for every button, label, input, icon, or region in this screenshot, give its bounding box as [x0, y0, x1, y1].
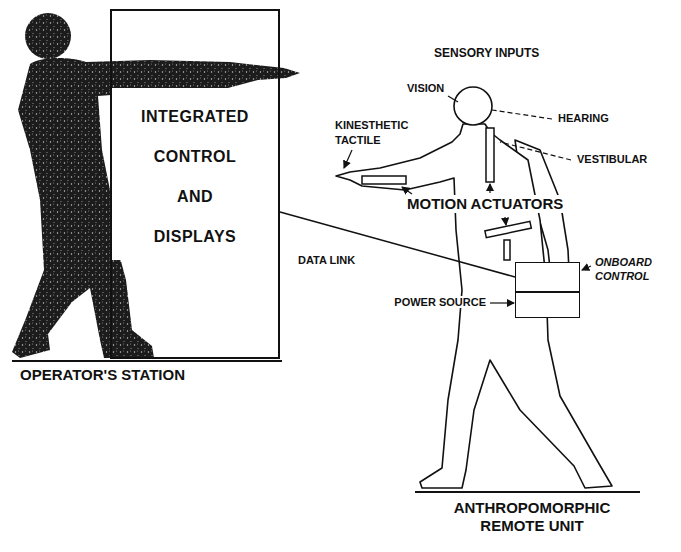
- sensor-label: KINESTHETIC TACTILE: [333, 118, 410, 148]
- hip-actuator: [504, 240, 510, 260]
- remote-head: [454, 87, 492, 125]
- leader-line: [505, 217, 506, 225]
- operator-body: [12, 58, 300, 358]
- leader-line: [489, 184, 490, 193]
- operator-head: [25, 13, 71, 59]
- node-text: ONBOARD CONTROL: [593, 255, 654, 283]
- power-source-box: POWER SOURCE: [515, 292, 580, 318]
- connector-label: DATA LINK: [296, 254, 357, 266]
- leader-line: [344, 150, 352, 168]
- node-text: POWER SOURCE: [392, 296, 488, 308]
- leader-line: [582, 266, 591, 270]
- leader-line: [500, 142, 571, 160]
- leader-line: [490, 302, 514, 303]
- ground-line: [12, 360, 282, 362]
- arm-actuator: [362, 176, 406, 184]
- sensor-label: HEARING: [556, 112, 611, 125]
- sensor-label: VESTIBULAR: [575, 153, 649, 166]
- heading-label: SENSORY INPUTS: [432, 46, 541, 60]
- remote-body: [336, 124, 612, 488]
- sensor-label: VISION: [405, 82, 446, 95]
- leader-line: [402, 187, 412, 194]
- station-label: OPERATOR'S STATION: [18, 366, 187, 384]
- actuator-label: MOTION ACTUATORS: [405, 195, 565, 213]
- leader-line: [492, 110, 552, 119]
- display-panel-face: [111, 88, 279, 260]
- operator-silhouette: [12, 13, 300, 358]
- ground-line: [415, 491, 640, 493]
- unit-label: ANTHROPOMORPHIC REMOTE UNIT: [440, 499, 624, 535]
- node-text: INTEGRATED CONTROL AND DISPLAYS: [141, 97, 249, 257]
- data-link-line: [280, 212, 515, 277]
- neck-sensor-bar: [486, 128, 494, 182]
- onboard-control-box: ONBOARD CONTROL: [515, 262, 580, 292]
- leader-line: [448, 96, 458, 102]
- torso-actuator: [485, 221, 531, 237]
- control-display-box: INTEGRATED CONTROL AND DISPLAYS: [110, 9, 280, 359]
